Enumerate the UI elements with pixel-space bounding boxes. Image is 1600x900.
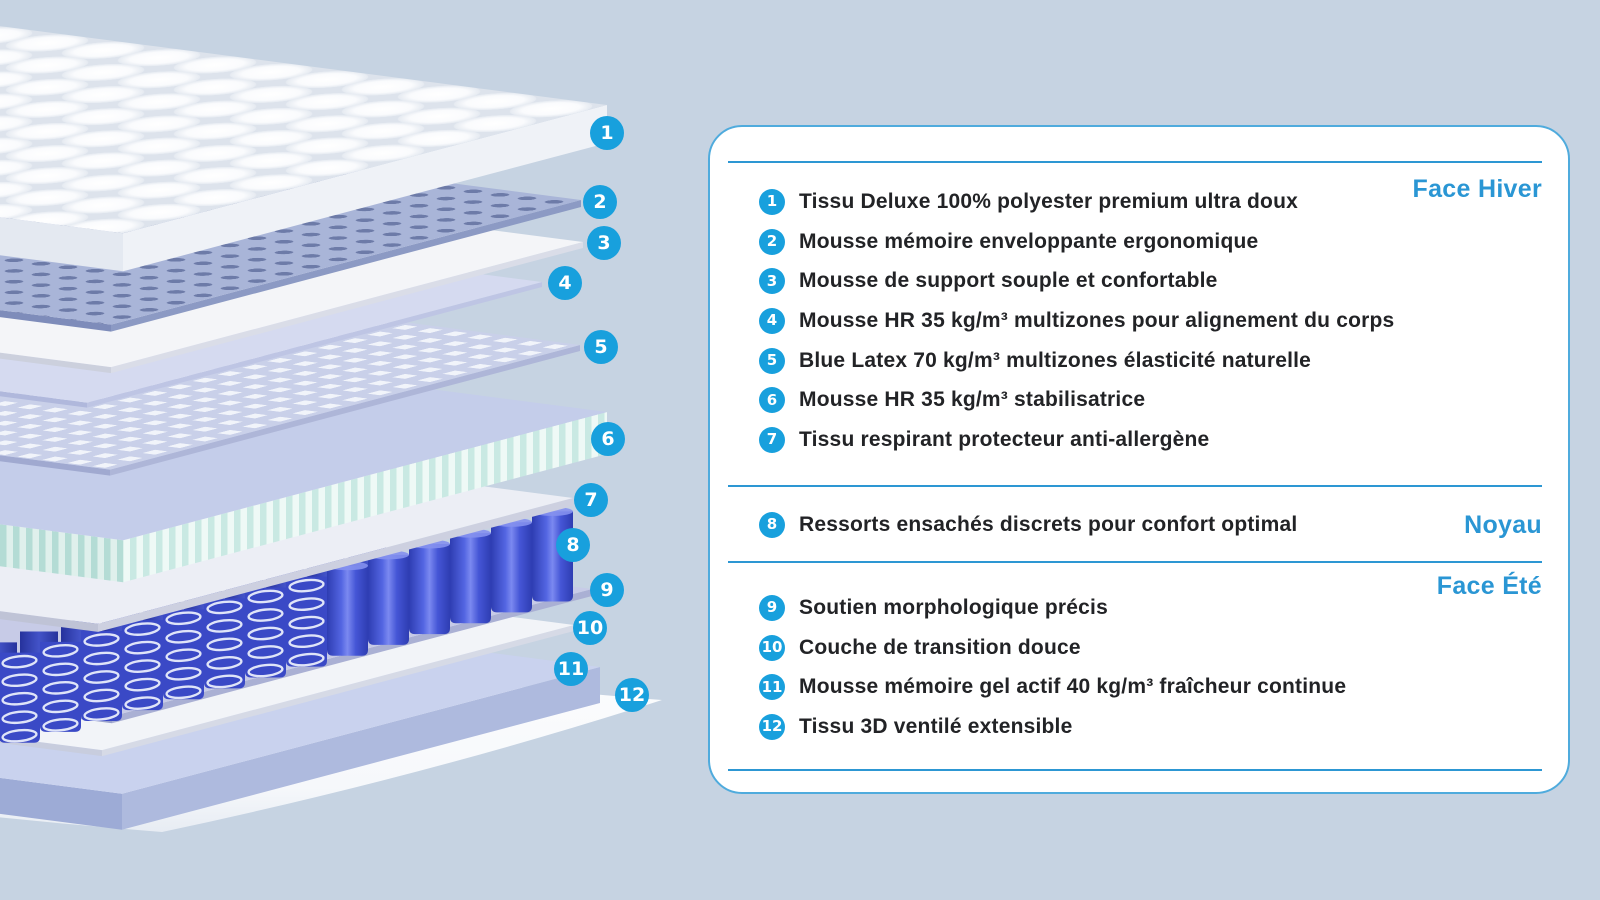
legend-panel: Face Hiver 1 Tissu Deluxe 100% polyester p…	[708, 125, 1570, 794]
legend-item-text: Couche de transition douce	[799, 635, 1081, 659]
legend-number-badge: 2	[759, 228, 785, 255]
legend-number-badge: 10	[759, 634, 785, 661]
legend-number-badge: 3	[759, 268, 785, 295]
layer-badge-7: 7	[574, 483, 608, 517]
legend-row: 2 Mousse mémoire enveloppante ergonomique	[710, 222, 1568, 262]
section-divider	[728, 561, 1542, 563]
legend-row: 8 Ressorts ensachés discrets pour confort…	[710, 505, 1568, 545]
layer-badge-5: 5	[584, 330, 618, 364]
legend-item-text: Mousse HR 35 kg/m³ stabilisatrice	[799, 388, 1146, 412]
legend-item-text: Soutien morphologique précis	[799, 595, 1108, 619]
legend-row: 7 Tissu respirant protecteur anti-allergè…	[710, 420, 1568, 460]
layer-badge-8: 8	[556, 528, 590, 562]
section-rows: 8 Ressorts ensachés discrets pour confort…	[710, 505, 1568, 545]
layer-badge-3: 3	[587, 226, 621, 260]
legend-number-badge: 6	[759, 387, 785, 414]
legend-item-text: Ressorts ensachés discrets pour confort …	[799, 512, 1298, 536]
legend-number-badge: 8	[759, 511, 785, 538]
legend-row: 1 Tissu Deluxe 100% polyester premium ult…	[710, 182, 1568, 222]
legend-row: 6 Mousse HR 35 kg/m³ stabilisatrice	[710, 380, 1568, 420]
mattress-layers-svg	[0, 26, 662, 832]
section-rows: 1 Tissu Deluxe 100% polyester premium ult…	[710, 182, 1568, 460]
legend-number-badge: 9	[759, 594, 785, 621]
legend-number-badge: 7	[759, 426, 785, 453]
legend-item-text: Mousse mémoire gel actif 40 kg/m³ fraîch…	[799, 675, 1347, 699]
layer-badge-1: 1	[590, 116, 624, 150]
legend-number-badge: 5	[759, 347, 785, 374]
layer-badge-11: 11	[554, 652, 588, 686]
legend-row: 3 Mousse de support souple et confortable	[710, 261, 1568, 301]
legend-row: 5 Blue Latex 70 kg/m³ multizones élastici…	[710, 341, 1568, 381]
legend-item-text: Tissu respirant protecteur anti-allergèn…	[799, 427, 1210, 451]
legend-number-badge: 4	[759, 307, 785, 334]
legend-number-badge: 1	[759, 188, 785, 215]
section-rows: 9 Soutien morphologique précis 10 Couche de…	[710, 588, 1568, 747]
layer-badge-2: 2	[583, 185, 617, 219]
layer-badge-6: 6	[591, 422, 625, 456]
legend-item-text: Tissu 3D ventilé extensible	[799, 714, 1073, 738]
legend-row: 11 Mousse mémoire gel actif 40 kg/m³ fraî…	[710, 667, 1568, 707]
layer-badge-4: 4	[548, 266, 582, 300]
legend-number-badge: 12	[759, 713, 785, 740]
section-divider	[728, 161, 1542, 163]
legend-item-text: Blue Latex 70 kg/m³ multizones élasticit…	[799, 348, 1312, 372]
section-divider	[728, 769, 1542, 771]
legend-item-text: Mousse HR 35 kg/m³ multizones pour align…	[799, 308, 1395, 332]
section-title: Face Hiver	[1412, 175, 1542, 203]
layer-1-shape	[0, 26, 607, 272]
legend-item-text: Mousse de support souple et confortable	[799, 269, 1218, 293]
legend-number-badge: 11	[759, 674, 785, 701]
layer-badge-10: 10	[573, 611, 607, 645]
legend-row: 12 Tissu 3D ventilé extensible	[710, 707, 1568, 747]
legend-item-text: Mousse mémoire enveloppante ergonomique	[799, 229, 1259, 253]
legend-item-text: Tissu Deluxe 100% polyester premium ultr…	[799, 189, 1298, 213]
legend-row: 4 Mousse HR 35 kg/m³ multizones pour alig…	[710, 301, 1568, 341]
layer-8-springs	[0, 506, 573, 743]
legend-row: 10 Couche de transition douce	[710, 628, 1568, 668]
layer-badge-12: 12	[615, 678, 649, 712]
layer-badge-9: 9	[590, 573, 624, 607]
section-divider	[728, 485, 1542, 487]
section-title: Face Été	[1436, 572, 1542, 600]
section-title: Noyau	[1464, 511, 1542, 539]
legend-row: 9 Soutien morphologique précis	[710, 588, 1568, 628]
